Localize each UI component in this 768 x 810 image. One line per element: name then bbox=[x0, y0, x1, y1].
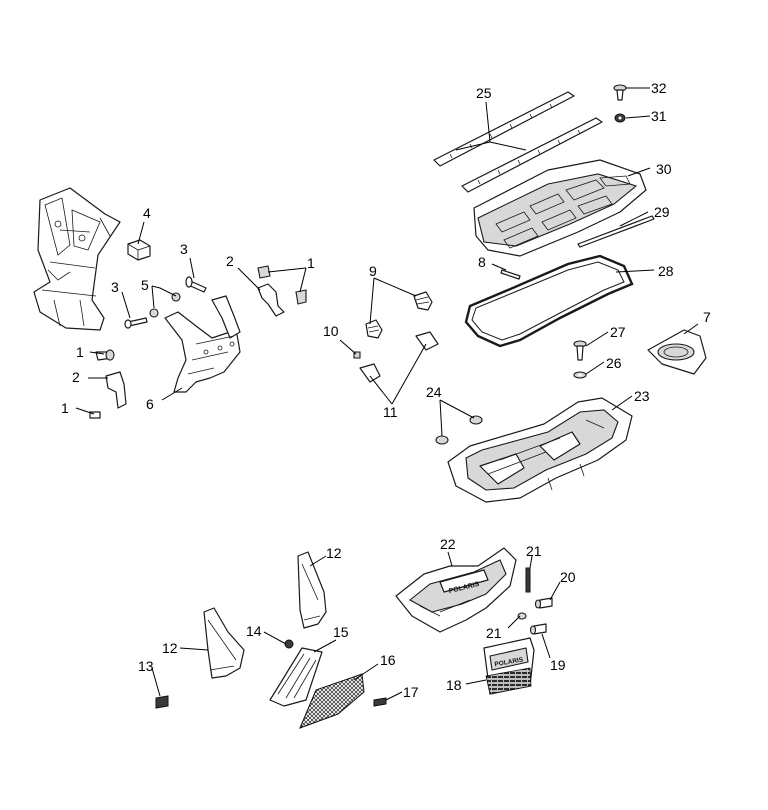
callout-5: 5 bbox=[141, 277, 149, 293]
part-27-bolt bbox=[573, 340, 587, 361]
callout-21-lower: 21 bbox=[486, 625, 502, 641]
callout-17: 17 bbox=[403, 684, 419, 700]
part-5-nut-lower bbox=[149, 308, 159, 318]
callout-6: 6 bbox=[146, 396, 154, 412]
callout-4: 4 bbox=[143, 205, 151, 221]
callout-8: 8 bbox=[478, 254, 486, 270]
callout-24: 24 bbox=[426, 384, 442, 400]
part-12-side-panel-upper bbox=[297, 551, 327, 629]
part-2-bracket-right bbox=[257, 283, 285, 317]
callout-15: 15 bbox=[333, 624, 349, 640]
part-31-nut bbox=[614, 113, 626, 123]
callout-28: 28 bbox=[658, 263, 674, 279]
callout-9: 9 bbox=[369, 263, 377, 279]
part-30-rack-cover bbox=[473, 159, 647, 257]
callout-27: 27 bbox=[610, 324, 626, 340]
callout-13: 13 bbox=[138, 658, 154, 674]
callout-2-right: 2 bbox=[226, 253, 234, 269]
part-3-bolt-upper bbox=[185, 276, 207, 293]
callout-23: 23 bbox=[634, 388, 650, 404]
part-24-plug-b bbox=[435, 435, 449, 445]
part-9-clip-a bbox=[365, 319, 383, 339]
part-18-nose-plate: POLARIS bbox=[483, 637, 535, 695]
callout-30: 30 bbox=[656, 161, 672, 177]
part-8-pin bbox=[500, 269, 521, 280]
part-21-pin-upper bbox=[525, 567, 531, 593]
callout-12-upper: 12 bbox=[326, 545, 342, 561]
part-2-bracket-left bbox=[105, 371, 127, 409]
part-7-plate bbox=[647, 329, 707, 375]
callout-11: 11 bbox=[383, 404, 398, 420]
callout-12-lower: 12 bbox=[162, 640, 178, 656]
leader-lines bbox=[75, 87, 699, 701]
callout-14: 14 bbox=[246, 623, 262, 639]
part-13-fastener bbox=[155, 695, 169, 709]
part-14-screw bbox=[284, 639, 294, 649]
part-6-front-bumper-bracket bbox=[164, 295, 241, 393]
part-11-bracket-a bbox=[359, 363, 381, 383]
part-19-bolt bbox=[529, 623, 547, 635]
callout-21-upper: 21 bbox=[526, 543, 542, 559]
callout-26: 26 bbox=[606, 355, 622, 371]
callout-7: 7 bbox=[703, 309, 711, 325]
callout-labels: 4 3 3 5 2 1 1 2 1 6 9 10 11 25 32 31 30 … bbox=[61, 80, 711, 700]
part-1-bolt-left-mid bbox=[95, 349, 115, 361]
part-25-strip-lower bbox=[461, 117, 603, 193]
callout-2-left: 2 bbox=[72, 369, 80, 385]
callout-10: 10 bbox=[323, 323, 339, 339]
part-32-bolt bbox=[613, 84, 627, 101]
part-29-rod bbox=[577, 215, 655, 248]
part-1-bolt-upper-b bbox=[295, 289, 307, 305]
part-28-seal bbox=[464, 254, 634, 348]
frame-section bbox=[33, 187, 121, 331]
callout-31: 31 bbox=[651, 108, 667, 124]
part-21-washer-lower bbox=[517, 612, 527, 620]
part-16-mesh-panel bbox=[299, 673, 365, 729]
callout-19: 19 bbox=[550, 657, 566, 673]
callout-3-upper: 3 bbox=[180, 241, 188, 257]
part-4-label-block bbox=[127, 239, 151, 261]
part-26-washer bbox=[573, 371, 587, 379]
callout-18: 18 bbox=[446, 677, 462, 693]
part-23-storage-tub bbox=[447, 397, 633, 503]
callout-1-right: 1 bbox=[307, 255, 315, 271]
part-25-strip-upper bbox=[433, 91, 575, 167]
part-15-grille-frame bbox=[269, 647, 323, 707]
part-9-clip-b bbox=[413, 291, 433, 311]
part-3-bolt-lower bbox=[124, 317, 148, 329]
part-22-front-bumper: POLARIS bbox=[395, 547, 517, 633]
part-20-bolt bbox=[534, 597, 553, 609]
callout-25: 25 bbox=[476, 85, 492, 101]
callout-16: 16 bbox=[380, 652, 396, 668]
callout-1-left-low: 1 bbox=[61, 400, 69, 416]
part-1-bolt-upper-a bbox=[257, 265, 271, 279]
part-11-bracket-b bbox=[415, 331, 439, 351]
part-17-screw bbox=[373, 697, 387, 707]
callout-20: 20 bbox=[560, 569, 576, 585]
part-12-side-panel-lower bbox=[203, 607, 245, 679]
callout-22: 22 bbox=[440, 536, 456, 552]
callout-3-lower: 3 bbox=[111, 279, 119, 295]
callout-29: 29 bbox=[654, 204, 670, 220]
callout-1-left-mid: 1 bbox=[76, 344, 84, 360]
callout-32: 32 bbox=[651, 80, 667, 96]
